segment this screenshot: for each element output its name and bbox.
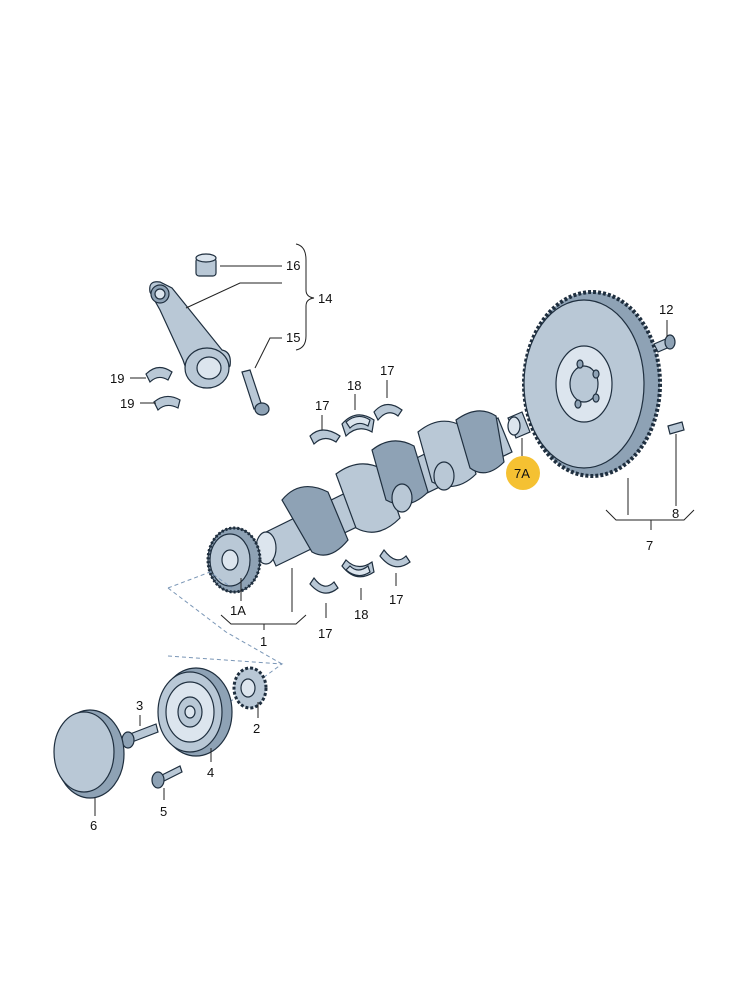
label-5[interactable]: 5 xyxy=(160,804,167,819)
label-7[interactable]: 7 xyxy=(646,538,653,553)
crankshaft-gear[interactable] xyxy=(232,666,268,710)
thrust-washer-upper-right[interactable] xyxy=(373,403,403,422)
label-3[interactable]: 3 xyxy=(136,698,143,713)
con-rod-bearing-upper[interactable] xyxy=(145,366,173,384)
label-2[interactable]: 2 xyxy=(253,721,260,736)
label-12[interactable]: 12 xyxy=(659,302,673,317)
con-rod-bearing-lower[interactable] xyxy=(153,395,181,412)
label-18-lower[interactable]: 18 xyxy=(354,607,368,622)
label-8[interactable]: 8 xyxy=(672,506,679,521)
label-19-lower[interactable]: 19 xyxy=(120,396,134,411)
needle-bearing[interactable] xyxy=(507,411,531,439)
label-17-lower-right[interactable]: 17 xyxy=(389,592,403,607)
label-1[interactable]: 1 xyxy=(260,634,267,649)
highlight-badge[interactable] xyxy=(506,456,540,490)
label-7a[interactable]: 7A xyxy=(514,466,530,481)
main-bearing-shell-upper[interactable] xyxy=(341,414,375,438)
label-17-upper-right[interactable]: 17 xyxy=(380,363,394,378)
label-14[interactable]: 14 xyxy=(318,291,332,306)
main-bearing-shell-lower[interactable] xyxy=(341,559,375,578)
crankshaft-sprocket[interactable] xyxy=(206,526,262,594)
label-17-upper-left[interactable]: 17 xyxy=(315,398,329,413)
piston-pin-bushing[interactable] xyxy=(195,253,217,277)
crankshaft[interactable] xyxy=(255,410,513,567)
label-4[interactable]: 4 xyxy=(207,765,214,780)
thrust-washer-lower-left[interactable] xyxy=(309,576,339,594)
pulley-bolt[interactable] xyxy=(121,723,159,749)
thrust-washer-lower-right[interactable] xyxy=(379,548,411,568)
dowel-pin[interactable] xyxy=(667,421,685,435)
label-15[interactable]: 15 xyxy=(286,330,300,345)
vibration-damper-pulley[interactable] xyxy=(157,667,233,757)
thrust-washer-upper-left[interactable] xyxy=(309,429,341,446)
flywheel[interactable] xyxy=(522,290,662,478)
label-16[interactable]: 16 xyxy=(286,258,300,273)
label-17-lower-left[interactable]: 17 xyxy=(318,626,332,641)
label-18-upper[interactable]: 18 xyxy=(347,378,361,393)
label-1a[interactable]: 1A xyxy=(230,603,246,618)
con-rod-bolt[interactable] xyxy=(241,369,270,416)
flywheel-bolt[interactable] xyxy=(653,334,676,353)
damper-bolt[interactable] xyxy=(151,765,183,789)
label-19-upper[interactable]: 19 xyxy=(110,371,124,386)
label-6[interactable]: 6 xyxy=(90,818,97,833)
connecting-rod[interactable] xyxy=(149,281,231,389)
cover-cap[interactable] xyxy=(53,709,125,799)
